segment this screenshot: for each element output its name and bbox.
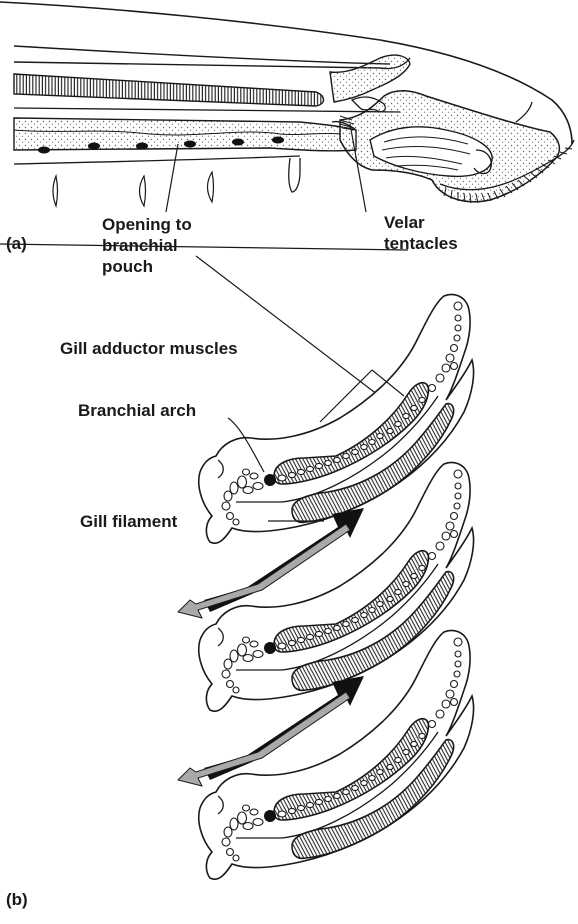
- panel-a-lamprey-head: [0, 2, 574, 250]
- label-velar-tentacles: Velar tentacles: [384, 212, 458, 254]
- label-branchial-arch: Branchial arch: [78, 400, 196, 421]
- panel-b-gill-pouches: [178, 294, 474, 879]
- panel-letter-b: (b): [6, 890, 28, 910]
- label-gill-filament: Gill filament: [80, 511, 177, 532]
- label-gill-adductor-muscles: Gill adductor muscles: [60, 338, 238, 359]
- panel-letter-a: (a): [6, 234, 27, 254]
- label-opening-to-branchial-pouch: Opening to branchial pouch: [102, 214, 192, 277]
